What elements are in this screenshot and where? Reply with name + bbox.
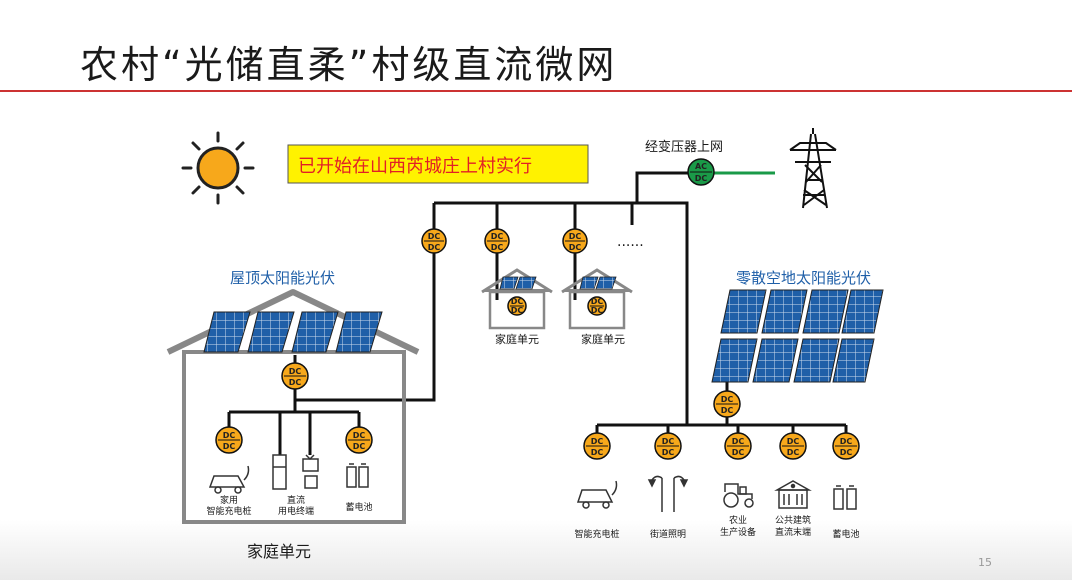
converter-label: DC [732,437,745,446]
svg-text:农业: 农业 [729,514,747,526]
svg-text:街道照明: 街道照明 [650,528,686,540]
ac-dc-converter: AC DC [687,158,715,186]
converter-label: DC [491,232,504,241]
converter-label: DC [569,243,582,252]
converter-label: DC [721,406,734,415]
dc-dc-converter: DC DC [484,228,510,254]
dc-dc-converter: DC DC [281,362,309,390]
sun-icon [181,131,255,205]
converter-label: DC [491,243,504,252]
svg-text:智能充电桩: 智能充电桩 [574,528,619,540]
page-number: 15 [978,556,992,569]
more-households: ...... [617,234,644,250]
rooftop-solar-panels [203,311,383,353]
dc-dc-converter: DC DC [779,432,807,460]
converter-label: DC [223,442,236,451]
grid-label: 经变压器上网 [645,139,723,155]
callout-box: 已开始在山西芮城庄上村实行 [287,144,589,184]
svg-text:蓄电池: 蓄电池 [832,528,859,540]
converter-label: DC [787,448,800,457]
svg-text:生产设备: 生产设备 [720,526,756,538]
converter-label: DC [511,306,524,315]
svg-text:DC: DC [695,174,708,183]
bottom-shade [0,520,1072,580]
converter-label: DC [591,448,604,457]
svg-text:直流末端: 直流末端 [775,526,811,538]
converter-label: DC [840,437,853,446]
converter-label: DC [289,378,302,387]
svg-text:蓄电池: 蓄电池 [345,501,372,513]
transmission-tower-icon [789,128,837,209]
dc-dc-converter: DC DC [421,228,447,254]
household-unit-label: 家庭单元 [581,332,625,346]
svg-text:AC: AC [695,162,707,171]
field-solar-array [711,289,884,383]
rooftop-solar-label: 屋顶太阳能光伏 [230,269,335,287]
converter-label: DC [428,243,441,252]
converter-label: DC [840,448,853,457]
rooftop-house [166,289,420,524]
battery-icon [833,485,857,510]
title-divider [0,90,1072,92]
converter-label: DC [591,306,604,315]
dc-dc-converter: DC DC [724,432,752,460]
dc-dc-converter: DC DC [713,390,741,418]
converter-label: DC [511,297,524,306]
dc-dc-converter: DC DC [832,432,860,460]
converter-label: DC [428,232,441,241]
battery-icon [346,463,369,488]
converter-label: DC [787,437,800,446]
svg-text:直流: 直流 [287,494,305,506]
street-light-icon [647,475,689,512]
dc-dc-converter: DC DC [562,228,588,254]
dc-dc-converters: DCDCDCDCDCDCDCDCDCDCDCDCDCDCDCDCDCDCDCDC… [215,228,860,460]
svg-text:家用: 家用 [220,494,238,506]
page-title: 农村“光储直柔”村级直流微网 [80,43,618,87]
converter-label: DC [662,437,675,446]
svg-text:智能充电桩: 智能充电桩 [206,505,251,517]
converter-label: DC [591,437,604,446]
svg-text:用电终端: 用电终端 [278,505,314,517]
dc-dc-converter: DC DC [345,426,373,454]
dc-dc-converter: DC DC [215,426,243,454]
field-solar-label: 零散空地太阳能光伏 [736,269,871,287]
household-unit-label: 家庭单元 [495,332,539,346]
household-unit [481,268,553,330]
converter-label: DC [721,395,734,404]
dc-dc-converter: DC DC [583,432,611,460]
household-unit [561,268,633,330]
car-charger-icon [576,480,618,509]
converter-label: DC [289,367,302,376]
dc-dc-converter: DC DC [654,432,682,460]
callout-text: 已开始在山西芮城庄上村实行 [298,156,532,177]
converter-label: DC [353,442,366,451]
converter-label: DC [353,431,366,440]
converter-label: DC [591,297,604,306]
public-building-icon [774,480,812,509]
fridge-tv-icon [272,454,319,490]
converter-label: DC [662,448,675,457]
converter-label: DC [223,431,236,440]
car-charger-icon [208,465,250,494]
tractor-icon [723,483,754,508]
converter-label: DC [569,232,582,241]
svg-text:公共建筑: 公共建筑 [775,514,811,526]
converter-label: DC [732,448,745,457]
rooftop-house-label: 家庭单元 [247,542,311,561]
